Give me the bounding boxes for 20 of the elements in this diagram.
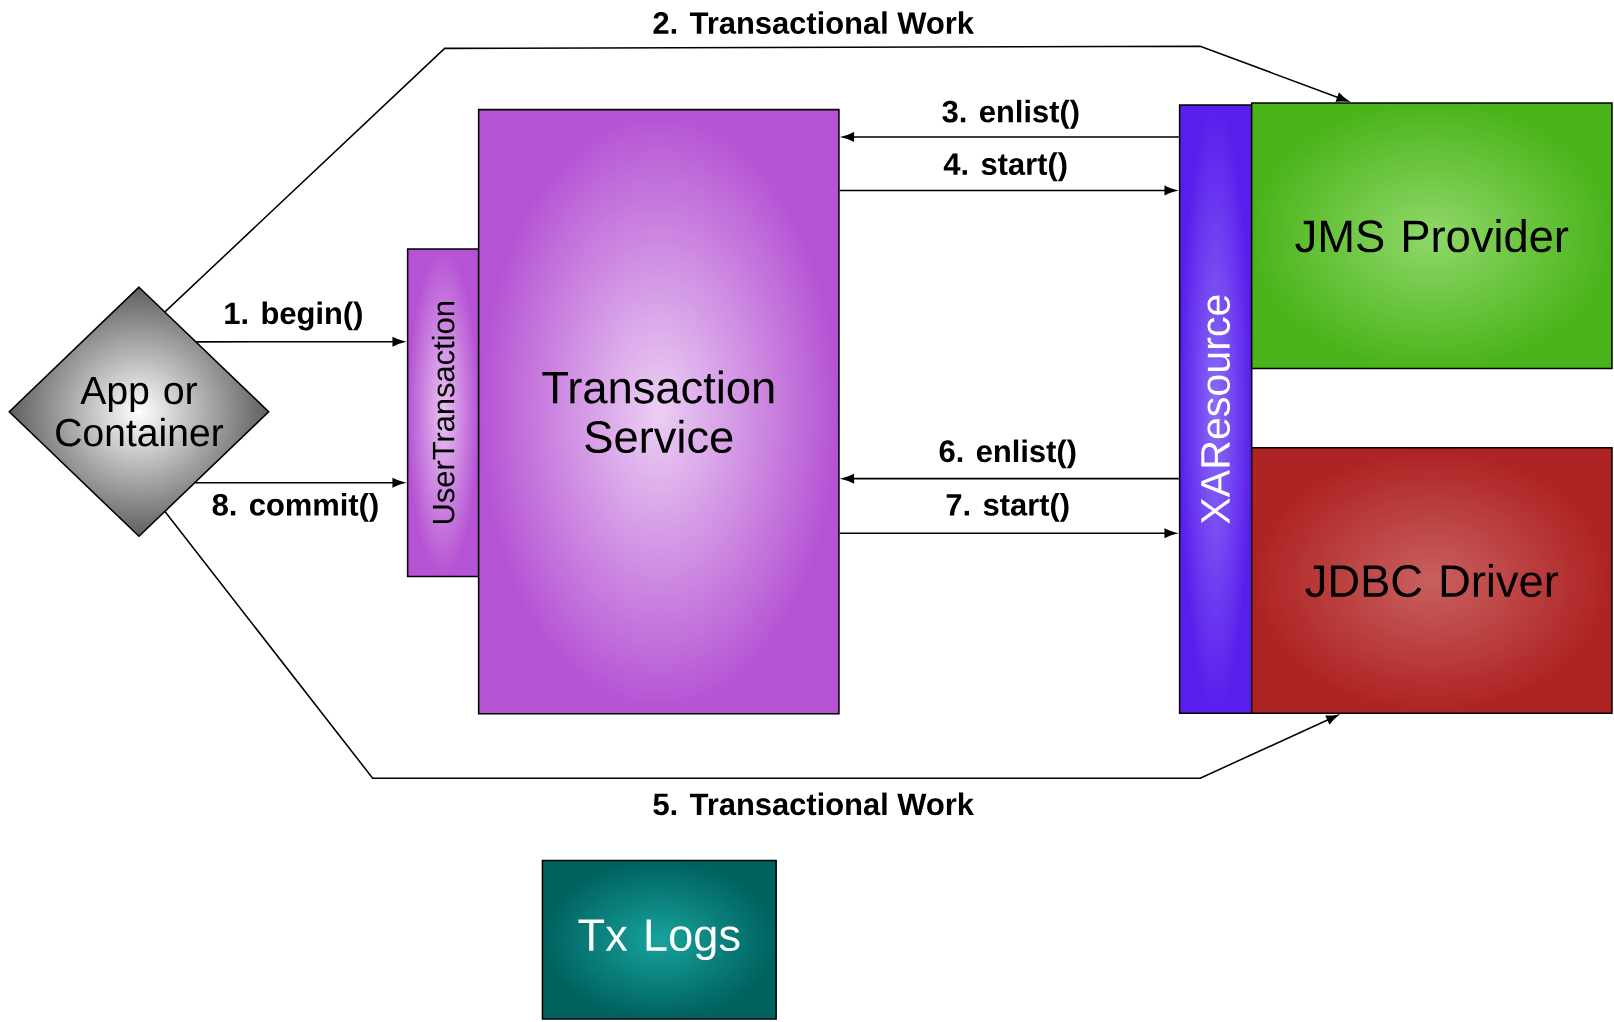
resource-bar: XAResource (1178, 104, 1253, 715)
driver-box: JDBC Driver (1250, 446, 1613, 715)
edge-label: 5. Transactional Work (651, 791, 975, 817)
edge-label: 2. Transactional Work (651, 10, 975, 35)
interface-box: UserTransaction (406, 248, 480, 578)
log-box: Tx Logs (541, 859, 777, 1020)
arrow (838, 528, 1177, 538)
arrow (164, 45, 1349, 313)
arrow (842, 474, 1180, 484)
service-box: Transaction Service (477, 108, 840, 715)
arrow (164, 510, 1339, 779)
edge-label: 4. start() (942, 151, 1070, 183)
arrow (838, 185, 1177, 195)
arrow (842, 132, 1180, 142)
edge-label: 3. enlist() (940, 98, 1082, 130)
arrow (194, 478, 405, 488)
edge-label: 6. enlist() (937, 438, 1078, 470)
provider-box: JMS Provider (1250, 102, 1613, 370)
edge-label: 7. start() (944, 492, 1072, 523)
arrow (195, 337, 405, 347)
